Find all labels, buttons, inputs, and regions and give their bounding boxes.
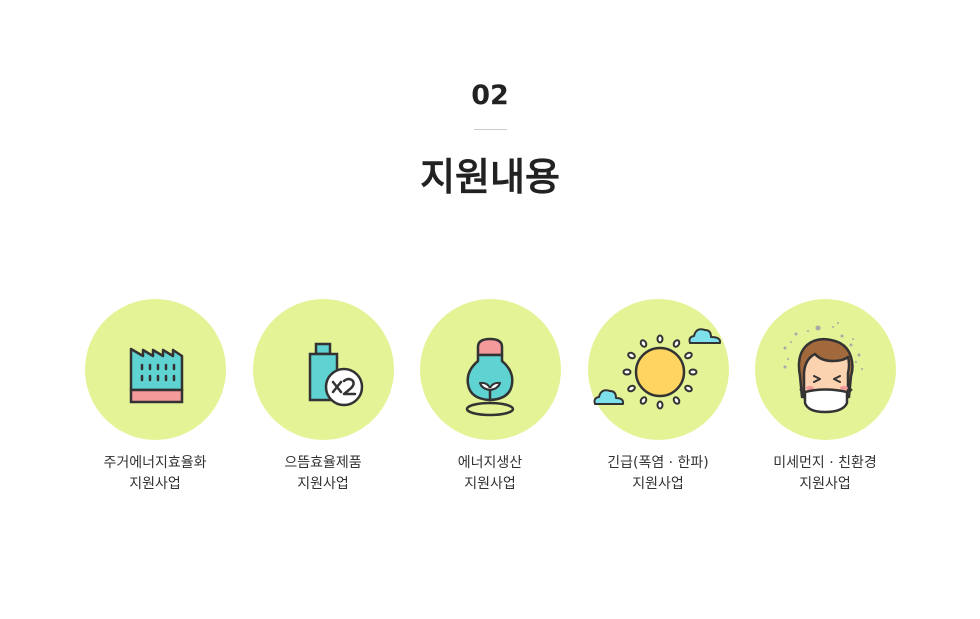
item-label-line1: 긴급(폭염 · 한파) <box>607 455 709 471</box>
item-label: 긴급(폭염 · 한파) 지원사업 <box>568 453 748 495</box>
item-circle <box>84 299 226 440</box>
section-title: 지원내용 <box>420 155 560 199</box>
item-label: 으뜸효율제품 지원사업 <box>233 453 413 495</box>
item-label-line1: 주거에너지효율화 <box>103 455 207 471</box>
item-label-line2: 지원사업 <box>297 476 349 492</box>
support-item-efficient-products[interactable]: 으뜸효율제품 지원사업 <box>233 299 413 495</box>
item-label-line2: 지원사업 <box>129 476 181 492</box>
section-number: 02 <box>471 80 509 111</box>
item-label: 에너지생산 지원사업 <box>400 453 580 495</box>
item-circle <box>587 299 729 440</box>
title-divider <box>474 129 507 130</box>
factory-icon <box>129 347 183 404</box>
item-circle <box>252 299 394 440</box>
item-label-line2: 지원사업 <box>464 476 516 492</box>
item-label: 주거에너지효율화 지원사업 <box>65 453 245 495</box>
support-item-fine-dust[interactable]: 미세먼지 · 친환경 지원사업 <box>735 299 915 495</box>
item-circle <box>419 299 561 440</box>
support-item-energy-production[interactable]: 에너지생산 지원사업 <box>400 299 580 495</box>
face-mask-icon <box>783 322 863 414</box>
item-label-line1: 에너지생산 <box>457 455 523 471</box>
item-label-line2: 지원사업 <box>632 476 684 492</box>
sun-cloud-icon <box>593 328 721 410</box>
item-label-line2: 지원사업 <box>799 476 851 492</box>
item-label: 미세먼지 · 친환경 지원사업 <box>735 453 915 495</box>
item-circle <box>754 299 896 440</box>
battery-x2-icon <box>308 342 363 407</box>
item-label-line1: 미세먼지 · 친환경 <box>773 455 877 471</box>
support-item-housing-energy[interactable]: 주거에너지효율화 지원사업 <box>65 299 245 495</box>
support-item-emergency[interactable]: 긴급(폭염 · 한파) 지원사업 <box>568 299 748 495</box>
item-label-line1: 으뜸효율제품 <box>284 455 362 471</box>
lightbulb-sprout-icon <box>465 337 514 417</box>
